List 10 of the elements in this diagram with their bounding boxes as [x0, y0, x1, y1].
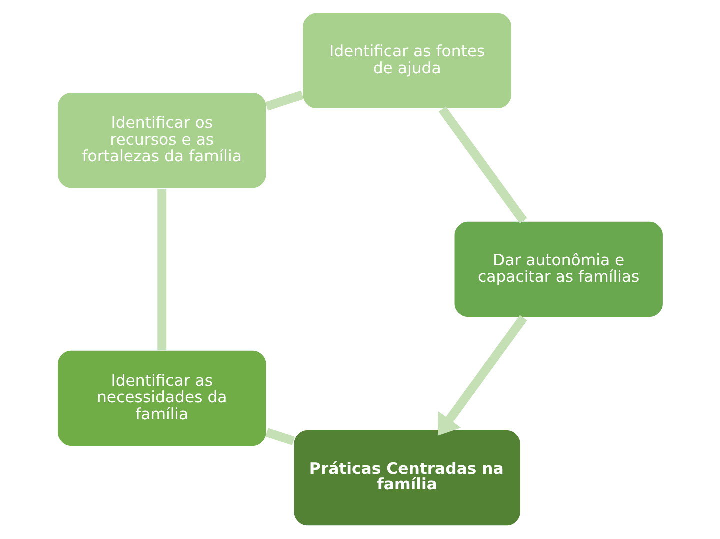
node-box: Identificar os recursos e as fortalezas da família	[56, 92, 267, 190]
node-box: Dar autonômia e capacitar as famílias	[453, 220, 664, 318]
connector	[265, 428, 295, 446]
node-box: Práticas Centradas na família	[292, 429, 521, 527]
connector	[157, 188, 166, 350]
node-box: Identificar as necessidades da família	[56, 350, 267, 448]
connector	[438, 106, 527, 224]
arrow	[437, 315, 527, 436]
node-box: Identificar as fontes de ajuda	[302, 12, 512, 110]
connector	[264, 90, 304, 111]
